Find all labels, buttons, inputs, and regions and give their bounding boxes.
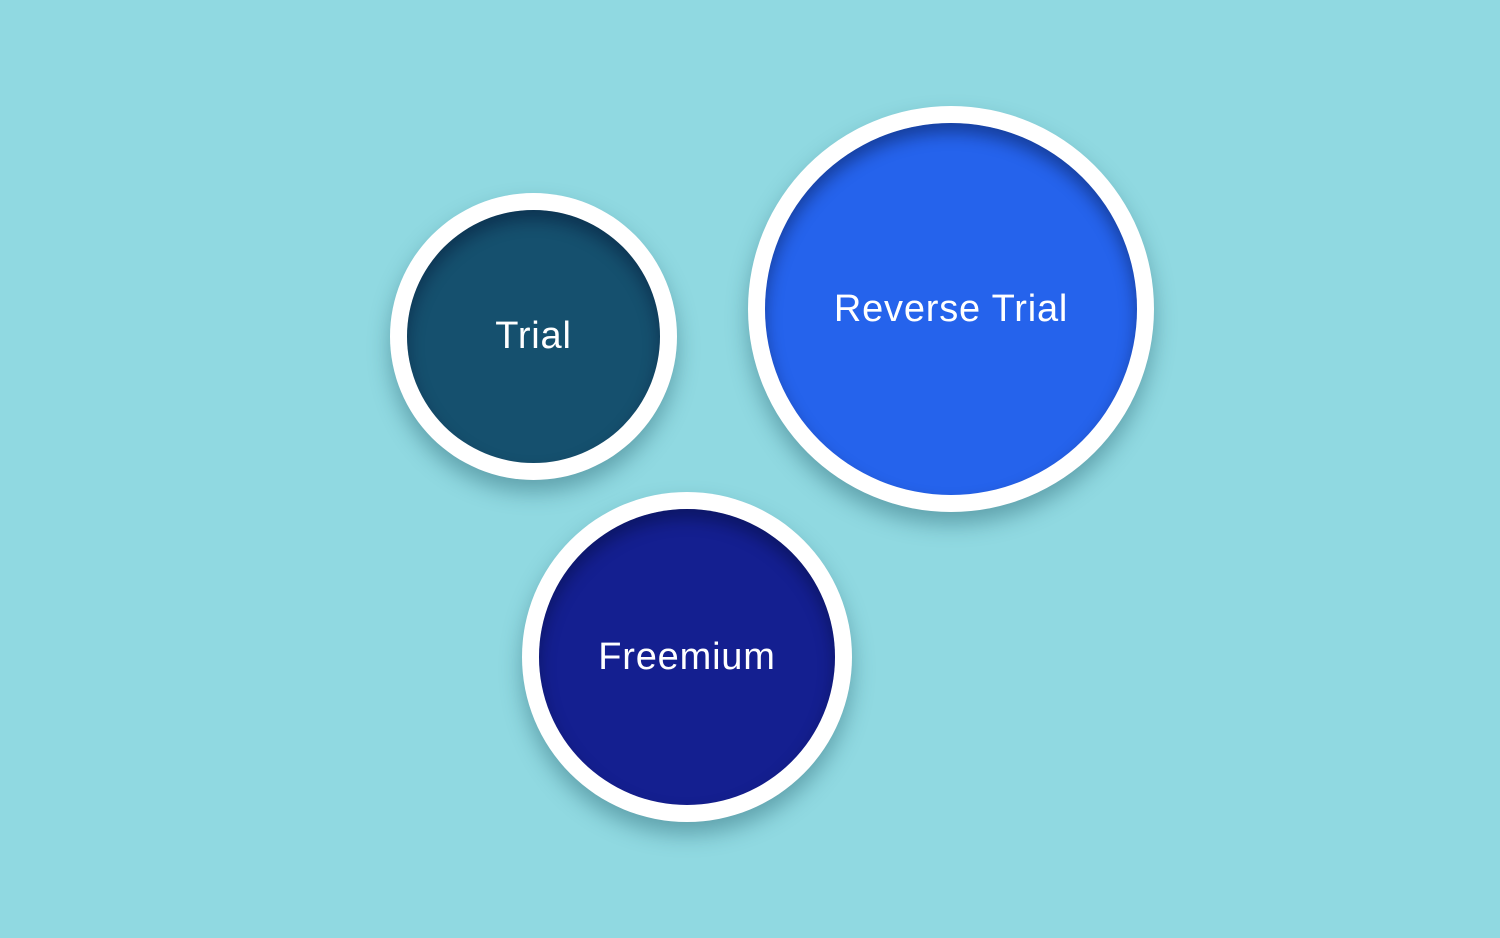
bubble-reverse-trial-label: Reverse Trial <box>833 287 1069 330</box>
bubble-trial-circle: Trial <box>407 210 660 463</box>
bubble-reverse-trial-circle: Reverse Trial <box>765 123 1137 495</box>
bubble-reverse-trial: Reverse Trial <box>748 106 1154 512</box>
bubble-freemium-circle: Freemium <box>539 509 835 805</box>
bubble-freemium: Freemium <box>522 492 852 822</box>
bubble-trial: Trial <box>390 193 677 480</box>
bubble-freemium-label: Freemium <box>598 635 776 678</box>
bubble-trial-label: Trial <box>495 315 572 357</box>
